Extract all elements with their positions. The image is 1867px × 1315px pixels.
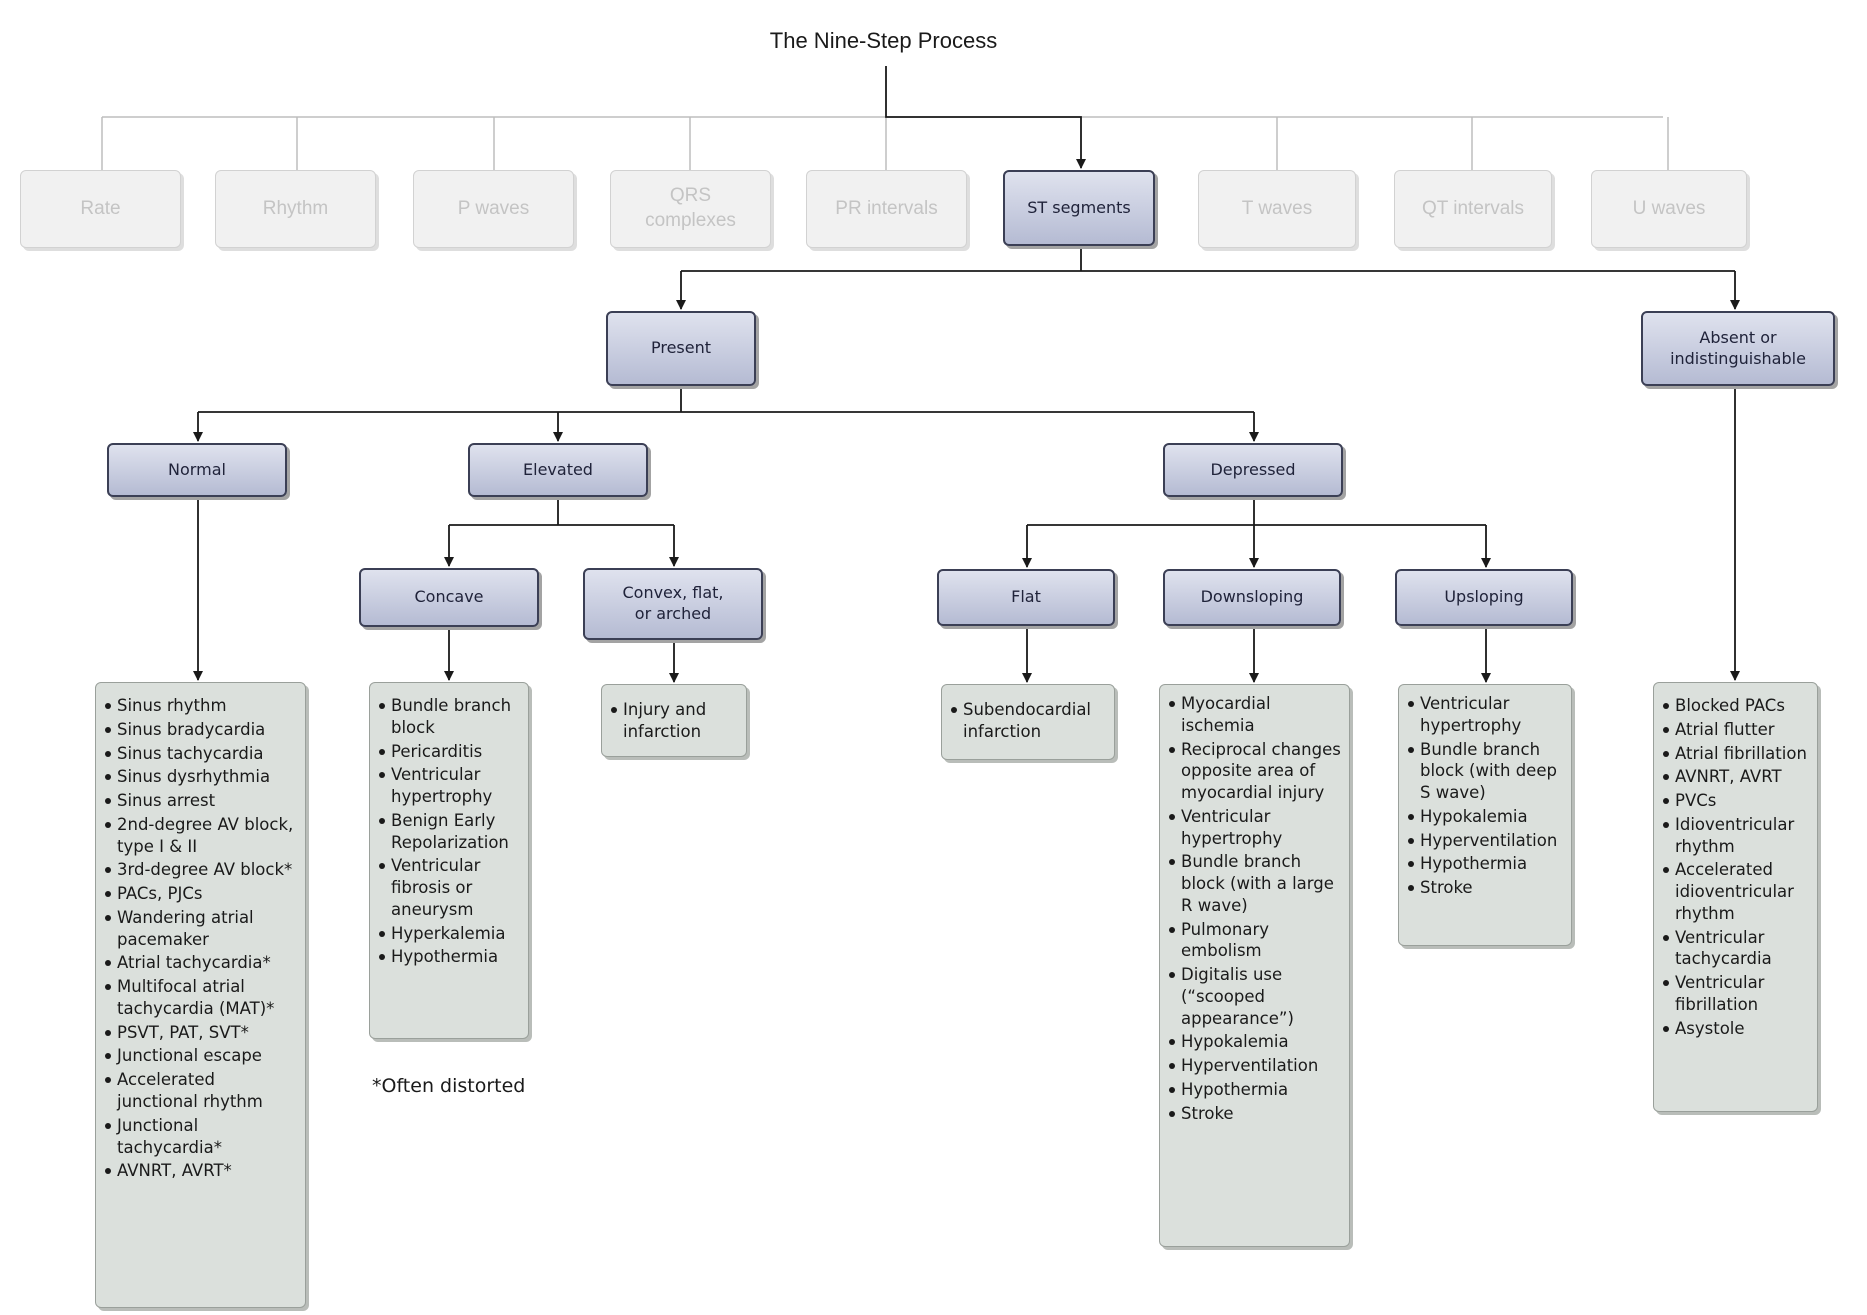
node-concave: Concave <box>359 568 539 627</box>
list-item: Ventricular fibrillation <box>1662 972 1811 1016</box>
list-item: Atrial tachycardia* <box>104 952 299 974</box>
list-item: 3rd-degree AV block* <box>104 859 299 881</box>
list-item: Hyperkalemia <box>378 923 522 945</box>
list-item: Bundle branch block (with a large R wave… <box>1168 851 1343 916</box>
list-item: Blocked PACs <box>1662 695 1811 717</box>
list-flat: Subendocardial infarction <box>941 684 1115 760</box>
list-item: Multifocal atrial tachycardia (MAT)* <box>104 976 299 1020</box>
list-item: Ventricular hypertrophy <box>378 764 522 808</box>
list-item: Hyperventilation <box>1407 830 1565 852</box>
step-qrs-complexes: QRS complexes <box>610 170 771 248</box>
list-item: Wandering atrial pacemaker <box>104 907 299 951</box>
list-item: Accelerated idioventricular rhythm <box>1662 859 1811 924</box>
list-item: PACs, PJCs <box>104 883 299 905</box>
list-item: Stroke <box>1407 877 1565 899</box>
node-downsloping: Downsloping <box>1163 569 1341 626</box>
list-item: Junctional tachycardia* <box>104 1115 299 1159</box>
node-flat: Flat <box>937 569 1115 626</box>
list-item: AVNRT, AVRT <box>1662 766 1811 788</box>
step-p-waves: P waves <box>413 170 574 248</box>
list-item: Sinus tachycardia <box>104 743 299 765</box>
node-convex-flat-or-arched: Convex, flat, or arched <box>583 568 763 640</box>
step-rate: Rate <box>20 170 181 248</box>
step-t-waves: T waves <box>1198 170 1356 248</box>
step-rhythm: Rhythm <box>215 170 376 248</box>
list-item: Injury and infarction <box>610 699 740 743</box>
node-absent-or-indistinguishable: Absent or indistinguishable <box>1641 311 1835 386</box>
list-item: Accelerated junctional rhythm <box>104 1069 299 1113</box>
step-u-waves: U waves <box>1591 170 1747 248</box>
list-item: Atrial fibrillation <box>1662 743 1811 765</box>
node-normal: Normal <box>107 443 287 497</box>
list-item: Hypokalemia <box>1168 1031 1343 1053</box>
list-item: Benign Early Repolarization <box>378 810 522 854</box>
list-item: Ventricular fibrosis or aneurysm <box>378 855 522 920</box>
list-item: Stroke <box>1168 1103 1343 1125</box>
list-item: Myocardial ischemia <box>1168 693 1343 737</box>
list-item: Bundle branch block (with deep S wave) <box>1407 739 1565 804</box>
step-st-segments: ST segments <box>1003 170 1155 246</box>
list-item: Reciprocal changes opposite area of myoc… <box>1168 739 1343 804</box>
list-item: Asystole <box>1662 1018 1811 1040</box>
list-item: Ventricular tachycardia <box>1662 927 1811 971</box>
list-item: PSVT, PAT, SVT* <box>104 1022 299 1044</box>
step-pr-intervals: PR intervals <box>806 170 967 248</box>
list-item: Idioventricular rhythm <box>1662 814 1811 858</box>
list-item: Sinus dysrhythmia <box>104 766 299 788</box>
list-item: Hypokalemia <box>1407 806 1565 828</box>
footnote-often-distorted: *Often distorted <box>372 1075 526 1097</box>
list-item: Digitalis use (“scooped appearance”) <box>1168 964 1343 1029</box>
list-item: PVCs <box>1662 790 1811 812</box>
node-present: Present <box>606 311 756 386</box>
list-convex: Injury and infarction <box>601 684 747 757</box>
list-item: Pulmonary embolism <box>1168 919 1343 963</box>
list-item: Ventricular hypertrophy <box>1407 693 1565 737</box>
list-item: Bundle branch block <box>378 695 522 739</box>
node-depressed: Depressed <box>1163 443 1343 497</box>
list-item: Atrial flutter <box>1662 719 1811 741</box>
diagram-title: The Nine-Step Process <box>769 28 998 53</box>
list-item: Hypothermia <box>378 946 522 968</box>
list-item: Sinus rhythm <box>104 695 299 717</box>
list-item: AVNRT, AVRT* <box>104 1160 299 1182</box>
list-item: 2nd-degree AV block, type I & II <box>104 814 299 858</box>
node-elevated: Elevated <box>468 443 648 497</box>
list-item: Hypothermia <box>1168 1079 1343 1101</box>
list-item: Sinus bradycardia <box>104 719 299 741</box>
list-item: Sinus arrest <box>104 790 299 812</box>
step-qt-intervals: QT intervals <box>1394 170 1552 248</box>
list-item: Subendocardial infarction <box>950 699 1108 743</box>
node-upsloping: Upsloping <box>1395 569 1573 626</box>
list-item: Pericarditis <box>378 741 522 763</box>
list-item: Hyperventilation <box>1168 1055 1343 1077</box>
list-item: Hypothermia <box>1407 853 1565 875</box>
list-item: Ventricular hypertrophy <box>1168 806 1343 850</box>
list-item: Junctional escape <box>104 1045 299 1067</box>
